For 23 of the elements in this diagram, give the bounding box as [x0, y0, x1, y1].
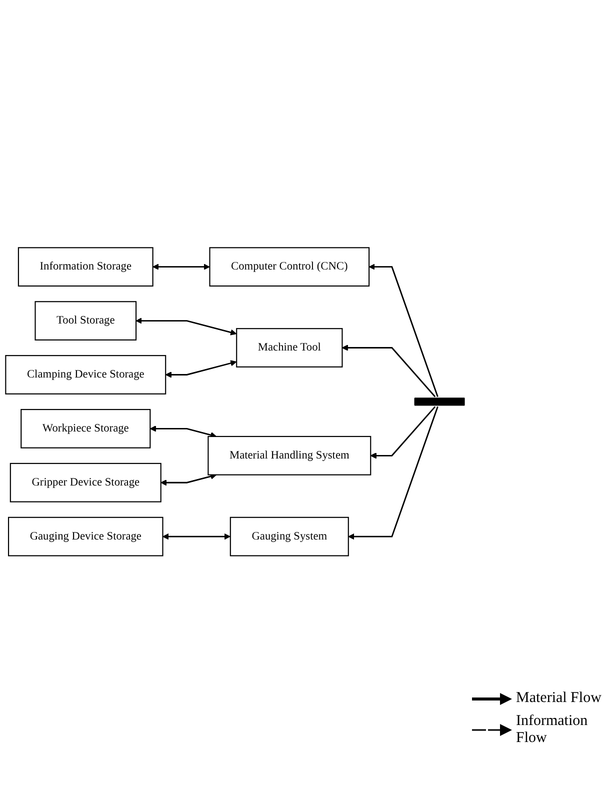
- legend-text: Material Flow: [516, 690, 602, 707]
- node-box: [34, 300, 137, 340]
- node-box: [208, 436, 372, 476]
- arrow: [150, 425, 217, 438]
- node-box: [10, 462, 162, 502]
- arrow: [136, 317, 237, 336]
- node-box: [18, 246, 154, 286]
- flow-diagram: Information Storage Computer Control (CNC) Tool Storage Machine Tool Clamping Device Storage Workpiece Storage Material Handling System Gripper Device Storage Gauging Device Storage Gauging System: [0, 242, 470, 562]
- node-box: [8, 516, 164, 556]
- arrow: [370, 406, 436, 459]
- arrow: [368, 264, 438, 397]
- arrow: [342, 344, 436, 397]
- node-box: [20, 408, 151, 448]
- legend-text: Information Flow: [516, 713, 589, 747]
- arrow: [160, 473, 217, 486]
- node-box: [230, 516, 349, 556]
- arrow: [152, 264, 210, 270]
- arrow: [348, 406, 438, 540]
- node-box: [5, 354, 166, 394]
- arrow: [162, 533, 230, 540]
- arrow: [165, 360, 237, 378]
- node-box: [209, 246, 370, 286]
- node-box: [236, 328, 343, 368]
